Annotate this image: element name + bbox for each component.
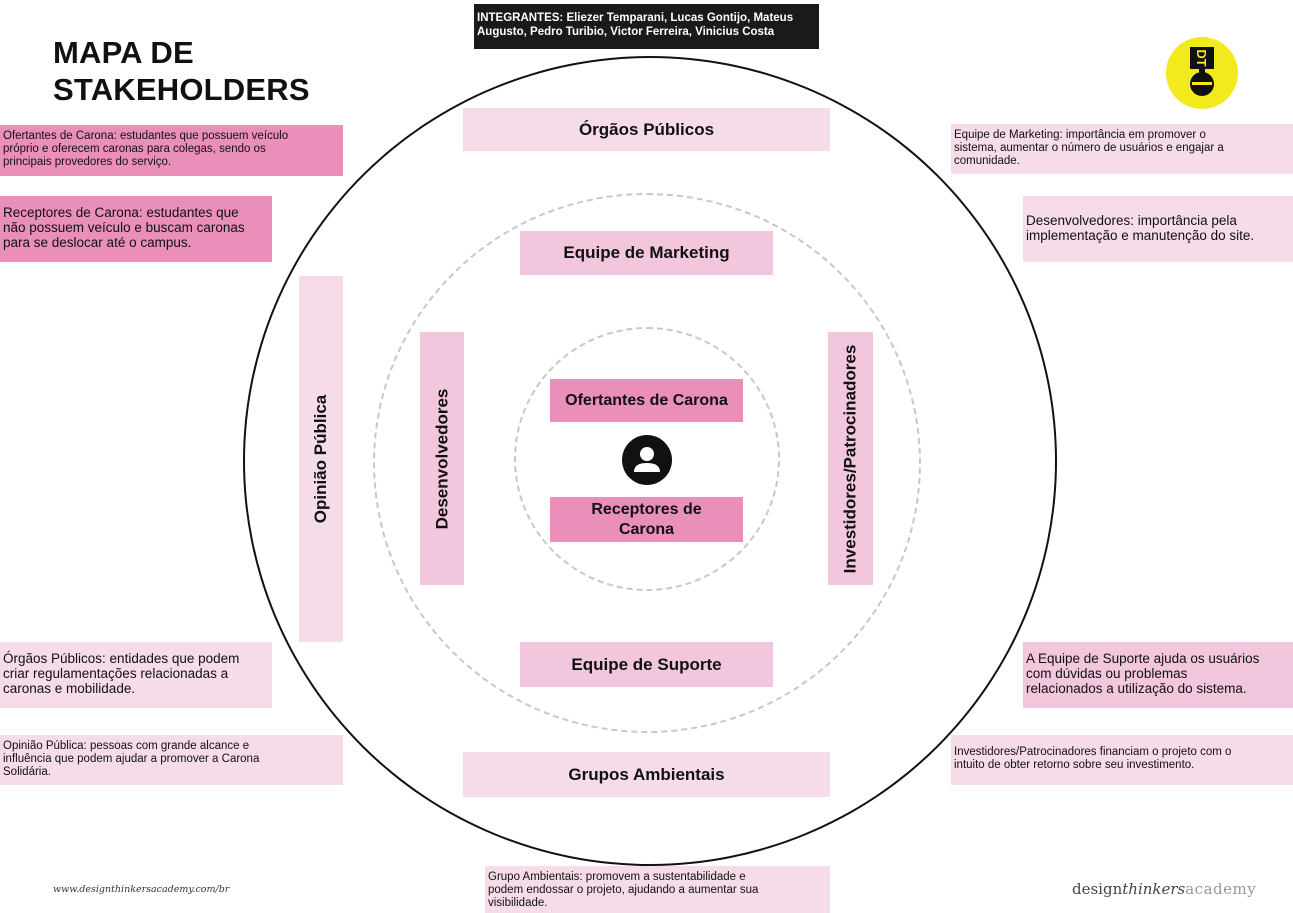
note-line: influência que podem ajudar a promover a… — [3, 753, 260, 765]
dt-logo-graphic: DT — [1190, 47, 1214, 96]
outer-ring — [243, 56, 1057, 866]
stakeholder-label: Receptores de Carona — [591, 500, 702, 538]
note-grupos-ambientais: Grupo Ambientais: promovem a sustentabil… — [485, 866, 830, 913]
note-line: intuito de obter retorno sobre seu inves… — [954, 759, 1195, 771]
note-line: Ofertantes de Carona: estudantes que pos… — [3, 130, 289, 142]
note-ofertantes: Ofertantes de Carona: estudantes que pos… — [0, 125, 343, 176]
note-line: para se deslocar até o campus. — [3, 235, 192, 250]
note-line: Equipe de Marketing: importância em prom… — [954, 129, 1206, 141]
stakeholder-orgaos-publicos: Órgãos Públicos — [463, 108, 830, 151]
note-equipe-suporte: A Equipe de Suporte ajuda os usuários co… — [1023, 642, 1293, 708]
page-title-line2: STAKEHOLDERS — [53, 72, 310, 107]
stakeholder-label: Equipe de Suporte — [571, 654, 722, 674]
note-line: criar regulamentações relacionadas a — [3, 666, 229, 681]
dt-academy-logo-icon: DT — [1166, 37, 1238, 109]
note-line: Investidores/Patrocinadores financiam o … — [954, 746, 1232, 758]
stakeholder-label: Investidores/Patrocinadores — [840, 344, 860, 573]
inner-ring — [514, 327, 780, 591]
stakeholder-label: Opinião Pública — [311, 394, 330, 524]
stakeholder-opiniao-publica: Opinião Pública — [299, 276, 343, 642]
stakeholder-receptores: Receptores de Carona — [550, 497, 743, 542]
stakeholder-label: Grupos Ambientais — [568, 764, 725, 784]
note-line: visibilidade. — [488, 897, 548, 909]
page-title-line1: MAPA DE — [53, 35, 194, 70]
person-icon — [622, 435, 672, 485]
stakeholder-investidores: Investidores/Patrocinadores — [828, 332, 873, 585]
stakeholder-label: Equipe de Marketing — [563, 243, 730, 262]
note-line: principais provedores do serviço. — [3, 156, 172, 168]
note-line: relacionados a utilização do sistema. — [1026, 681, 1247, 696]
stakeholder-label: Órgãos Públicos — [578, 119, 715, 139]
note-line: podem endossar o projeto, ajudando a aum… — [488, 884, 759, 896]
note-orgaos-publicos: Órgãos Públicos: entidades que podem cri… — [0, 642, 272, 708]
stakeholder-label: Desenvolvedores — [432, 388, 452, 529]
svg-text:DT: DT — [1194, 49, 1209, 66]
note-line: com dúvidas ou problemas — [1026, 666, 1188, 681]
note-opiniao-publica: Opinião Pública: pessoas com grande alca… — [0, 735, 343, 785]
note-line: implementação e manutenção do site. — [1026, 228, 1255, 243]
team-members-line2: Augusto, Pedro Turibio, Victor Ferreira,… — [477, 26, 775, 38]
footer-url: www.designthinkersacademy.com/br — [53, 884, 230, 895]
note-line: Órgãos Públicos: entidades que podem — [3, 651, 240, 666]
note-line: Opinião Pública: pessoas com grande alca… — [3, 740, 250, 752]
brand-thinkers: thinkers — [1122, 880, 1186, 898]
note-line: Grupo Ambientais: promovem a sustentabil… — [488, 871, 746, 883]
note-line: próprio e oferecem caronas para colegas,… — [3, 143, 266, 155]
stakeholder-grupos-ambientais: Grupos Ambientais — [463, 752, 830, 797]
note-line: comunidade. — [954, 155, 1020, 167]
stakeholder-desenvolvedores: Desenvolvedores — [420, 332, 464, 585]
note-line: Desenvolvedores: importância pela — [1026, 213, 1237, 228]
note-line: A Equipe de Suporte ajuda os usuários — [1026, 651, 1260, 666]
note-investidores: Investidores/Patrocinadores financiam o … — [951, 735, 1293, 785]
brand-design: design — [1072, 880, 1123, 898]
note-desenvolvedores: Desenvolvedores: importância pela implem… — [1023, 196, 1293, 262]
stakeholder-equipe-marketing: Equipe de Marketing — [520, 231, 773, 275]
note-line: não possuem veículo e buscam caronas — [3, 220, 245, 235]
stakeholder-label: Ofertantes de Carona — [565, 391, 728, 409]
brand-academy: academy — [1185, 880, 1257, 898]
note-equipe-marketing: Equipe de Marketing: importância em prom… — [951, 124, 1293, 174]
footer-brand: designthinkersacademy — [1072, 880, 1256, 898]
page-title: MAPA DE STAKEHOLDERS — [53, 34, 310, 108]
note-line: caronas e mobilidade. — [3, 681, 136, 696]
stakeholder-equipe-suporte: Equipe de Suporte — [520, 642, 773, 687]
note-line: Solidária. — [3, 766, 51, 778]
team-members-line1: INTEGRANTES: Eliezer Temparani, Lucas Go… — [477, 12, 794, 24]
note-line: sistema, aumentar o número de usuários e… — [954, 142, 1224, 154]
team-members-banner: INTEGRANTES: Eliezer Temparani, Lucas Go… — [474, 4, 819, 49]
stakeholder-ofertantes: Ofertantes de Carona — [550, 379, 743, 422]
note-line: Receptores de Carona: estudantes que — [3, 205, 239, 220]
middle-ring — [373, 193, 921, 733]
note-receptores: Receptores de Carona: estudantes que não… — [0, 196, 272, 262]
